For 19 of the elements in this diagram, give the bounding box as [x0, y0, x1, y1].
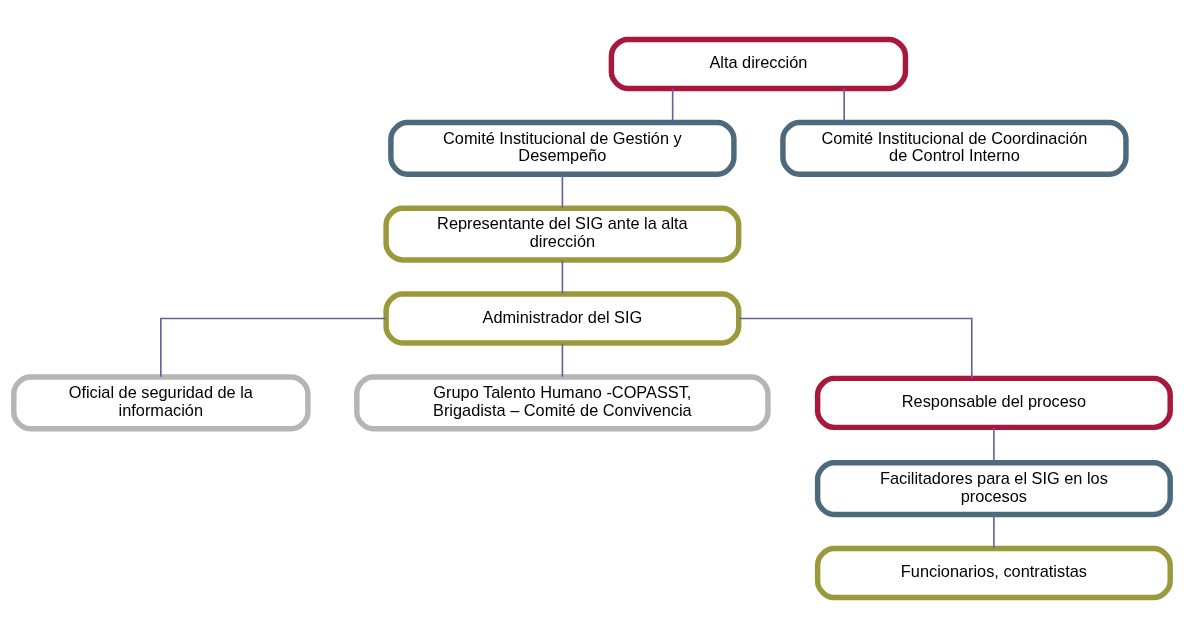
connector	[160, 317, 387, 378]
node-box: Representante del SIG ante la alta dirección	[383, 205, 742, 263]
connector	[561, 259, 564, 295]
connector	[671, 88, 674, 123]
node-box: Funcionarios, contratistas	[814, 545, 1173, 601]
node-box: Responsable del proceso	[814, 375, 1173, 431]
connector	[561, 342, 564, 378]
connector	[993, 426, 995, 464]
connector	[561, 173, 564, 209]
node-box: Administrador del SIG	[383, 291, 742, 346]
connector	[993, 514, 995, 550]
connector	[843, 88, 845, 123]
node-box: Grupo Talento Humano -COPASST, Brigadista – Comité de Convivencia	[354, 374, 771, 432]
node-box: Oficial de seguridad de la información	[11, 374, 311, 432]
node-box: Facilitadores para el SIG en los procesos	[814, 460, 1173, 518]
node-box: Comité Institucional de Coordinación de Control Interno	[780, 119, 1129, 177]
node-box: Comité Institucional de Gestión y Desempeño	[388, 119, 737, 177]
connector	[738, 317, 973, 379]
node-box: Alta dirección	[608, 36, 909, 92]
